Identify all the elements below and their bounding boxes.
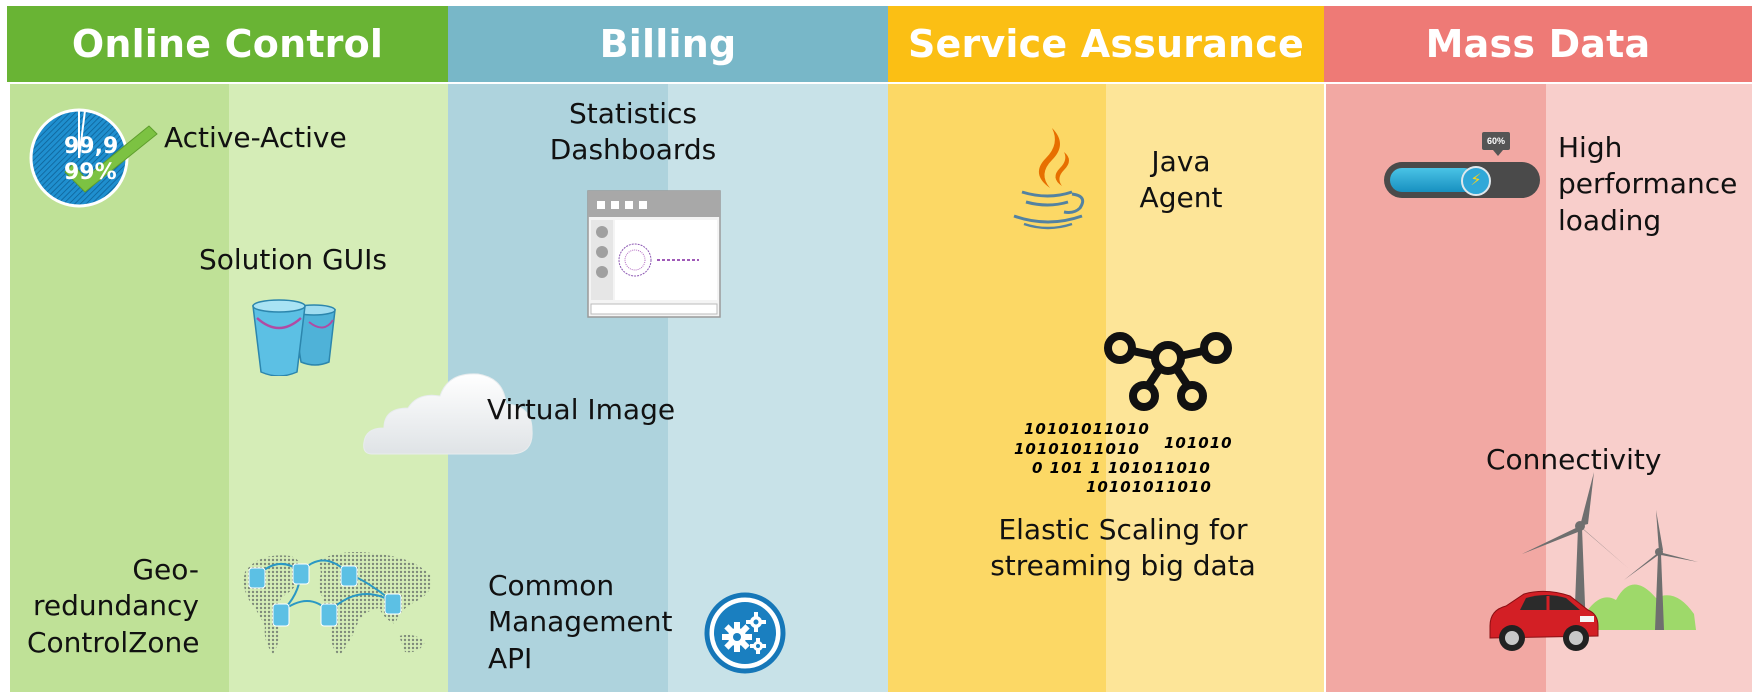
column-mass-data: Mass Data 60% ⚡ High performance loading… <box>1324 6 1752 692</box>
progress-bar-icon: ⚡ <box>1384 162 1540 198</box>
common-line-3: API <box>488 641 533 675</box>
label-high-performance-loading: High performance loading <box>1558 130 1737 239</box>
stats-line-2: Dashboards <box>549 133 717 167</box>
gauge-pointer <box>1493 150 1503 156</box>
label-elastic-scaling: Elastic Scaling for streaming big data <box>988 512 1258 585</box>
wind-turbine-icon <box>1522 472 1698 630</box>
java-line-2: Agent <box>1139 181 1223 215</box>
label-statistics-dashboards: Statistics Dashboards <box>528 96 738 169</box>
column-billing: Billing Statistics Dashboards <box>363 6 888 692</box>
column-online-control: Online Control 99,9 99% Active-Active So… <box>7 6 448 692</box>
label-solution-guis: Solution GUIs <box>199 243 388 276</box>
column-title-mass-data: Mass Data <box>1324 6 1752 82</box>
binary-line-2a: 10101011010 <box>1014 440 1140 458</box>
elastic-line-2: streaming big data <box>990 549 1256 583</box>
network-nodes-icon <box>1104 332 1232 411</box>
column-title-billing: Billing <box>448 6 888 82</box>
buckets-icon <box>252 299 336 376</box>
column-title-service-assurance: Service Assurance <box>888 6 1324 82</box>
column-title-online-control: Online Control <box>7 6 448 82</box>
label-common-management-api: Common Management API <box>488 568 672 677</box>
elastic-line-1: Elastic Scaling for <box>998 513 1248 546</box>
dashboard-window-icon <box>587 190 721 318</box>
column-service-assurance: Service Assurance Java Agent <box>888 6 1324 692</box>
geo-line-3: ControlZone <box>27 625 200 659</box>
gears-icon <box>704 592 786 674</box>
label-java-agent: Java Agent <box>1136 144 1226 217</box>
car-icon <box>1489 590 1599 651</box>
geo-line-2: redundancy <box>32 589 199 623</box>
java-line-1: Java <box>1151 145 1211 178</box>
high-line-2: performance <box>1558 167 1738 201</box>
label-virtual-image: Virtual Image <box>487 393 676 426</box>
java-cup-icon <box>1013 128 1085 230</box>
availability-line-2: 99% <box>64 160 117 186</box>
label-active-active: Active-Active <box>164 121 347 154</box>
stats-line-1: Statistics <box>569 97 697 130</box>
label-connectivity: Connectivity <box>1486 443 1662 476</box>
label-geo-redundancy: Geo- redundancy ControlZone <box>27 552 200 661</box>
band-dark <box>888 84 1106 692</box>
world-map-databases-icon <box>243 552 432 656</box>
progress-gauge: 60% ⚡ <box>1384 132 1540 202</box>
binary-line-4: 10101011010 <box>1086 478 1212 496</box>
band-light <box>668 84 888 692</box>
high-line-1: High <box>1558 131 1623 164</box>
geo-line-1: Geo- <box>132 553 199 586</box>
availability-pie-check-icon <box>29 108 158 208</box>
availability-line-1: 99,9 <box>64 134 119 159</box>
cloud-icon <box>363 373 533 455</box>
bolt-icon: ⚡ <box>1461 166 1491 196</box>
common-line-2: Management <box>488 605 673 639</box>
high-line-3: loading <box>1558 203 1662 237</box>
common-line-1: Common <box>488 569 615 602</box>
availability-text: 99,9 99% <box>64 134 118 187</box>
binary-line-1: 10101011010 <box>1024 420 1150 438</box>
binary-line-3: 0 101 1 101011010 <box>1032 459 1211 477</box>
gauge-label: 60% <box>1482 132 1510 150</box>
binary-line-2b: 101010 <box>1164 434 1233 452</box>
